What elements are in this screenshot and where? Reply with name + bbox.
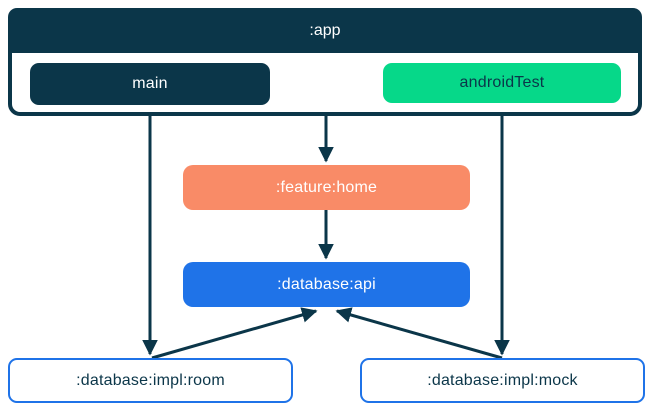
node-database-impl-mock-label: :database:impl:mock [427, 371, 578, 389]
edge-database-impl-mock-to-database-api [335, 307, 503, 360]
node-feature-home-label: :feature:home [275, 178, 378, 196]
node-database-api: :database:api [183, 262, 470, 307]
node-app: :app [8, 8, 642, 53]
node-androidtest: androidTest [383, 63, 621, 103]
edge-database-impl-room-to-database-api [151, 307, 318, 360]
node-database-api-label: :database:api [277, 275, 376, 293]
node-database-impl-room-label: :database:impl:room [76, 371, 225, 389]
node-androidtest-label: androidTest [459, 74, 545, 91]
node-main-label: main [132, 75, 168, 92]
node-main: main [30, 63, 270, 105]
node-app-label: :app [309, 21, 341, 39]
node-feature-home: :feature:home [183, 165, 470, 210]
node-database-impl-room: :database:impl:room [8, 358, 293, 403]
node-database-impl-mock: :database:impl:mock [360, 358, 645, 403]
